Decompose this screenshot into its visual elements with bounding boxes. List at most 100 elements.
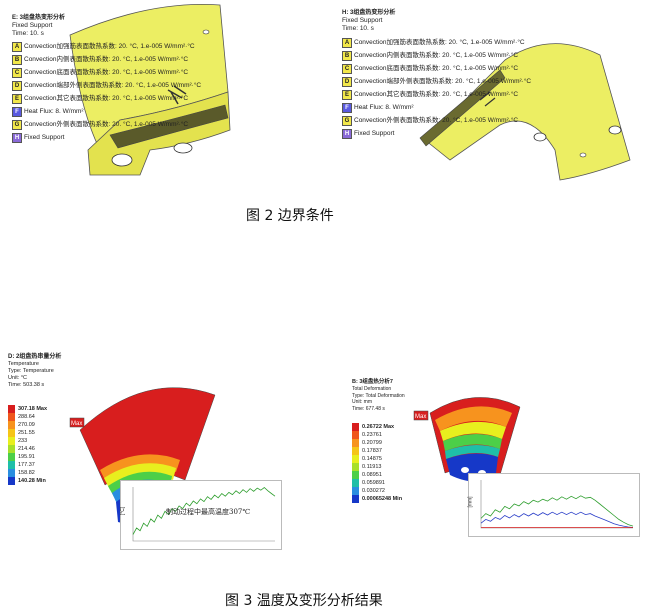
legend-text: Convection端部外侧表面散热系数: 20. °C, 1.e-005 W/…	[24, 81, 202, 89]
colorbar-label: 0.17837	[362, 448, 382, 454]
fig3-left-panel: D: 2组盘热串量分析 Temperature Type: Temperatur…	[0, 350, 300, 550]
colorbar-swatch	[8, 413, 15, 421]
legend-text: Convection加强筋表面散热系数: 20. °C, 1.e-005 W/m…	[354, 38, 525, 46]
colorbar-swatch	[352, 471, 359, 479]
colorbar-label: 0.00065248 Min	[362, 496, 403, 502]
fig2-caption: 图 2 边界条件	[246, 208, 334, 224]
tag-c: C	[342, 63, 352, 74]
tag-e: E	[12, 93, 22, 104]
colorbar-label: 251.55	[18, 430, 35, 436]
colorbar-swatch	[352, 423, 359, 431]
legend-text: Convection底面表面散热系数: 20. °C, 1.e-005 W/mm…	[354, 64, 519, 72]
colorbar-label: 140.28 Min	[18, 478, 46, 484]
fig3-left-type-label: Temperature	[8, 361, 39, 367]
fig2-left-subtitle: Fixed Support	[12, 22, 53, 29]
fig2-right-time: Time: 10. s	[342, 25, 374, 32]
fig3-right-panel: B: 3组盘热分析7 Total Deformation Type: Total…	[340, 375, 656, 545]
colorbar-swatch	[352, 455, 359, 463]
legend-text: Heat Flux: 8. W/mm²	[354, 103, 414, 111]
fig3-left-type: Type: Temperature	[8, 368, 54, 374]
fig3-right-colorbar: 0.26722 Max 0.23761 0.20799 0.17837 0.14…	[352, 423, 402, 503]
colorbar-label: 0.030272	[362, 488, 385, 494]
fig3-left-colorbar: 307.18 Max 288.64 270.09 251.55 233 214.…	[8, 405, 47, 485]
chart-axis	[480, 480, 633, 529]
legend-text: Convection外侧表面散热系数: 20. °C, 1.e-005 W/mm…	[24, 120, 189, 128]
fig3-left-title: D: 2组盘热串量分析	[8, 354, 62, 360]
fig3-right-type-label: Total Deformation	[352, 386, 392, 392]
fig3-left-max-marker: Max	[71, 421, 82, 427]
tag-h: H	[342, 128, 352, 139]
chart-series-line	[480, 511, 634, 528]
fig2-left-title: E: 3组盘热变形分析	[12, 15, 66, 21]
colorbar-label: 177.37	[18, 462, 35, 468]
colorbar-label: 0.20799	[362, 440, 382, 446]
colorbar-swatch	[8, 469, 15, 477]
legend-text: Heat Flux: 8. W/mm²	[24, 107, 84, 115]
tag-b: B	[12, 54, 22, 65]
colorbar-label: 214.46	[18, 446, 35, 452]
tag-e: E	[342, 89, 352, 100]
colorbar-label: 0.11913	[362, 464, 382, 470]
colorbar-swatch	[352, 439, 359, 447]
fig3-right-chart-ylabel: [mm]	[467, 496, 474, 508]
colorbar-swatch	[8, 405, 15, 413]
tag-g: G	[12, 119, 22, 130]
fig2-right-title: H: 3组盘热变形分析	[342, 10, 396, 16]
fig2-left-time: Time: 10. s	[12, 30, 44, 37]
colorbar-label: 195.91	[18, 454, 35, 460]
colorbar-swatch	[352, 487, 359, 495]
colorbar-label: 0.059891	[362, 480, 385, 486]
colorbar-swatch	[8, 429, 15, 437]
legend-text: Convection内侧表面散热系数: 20. °C, 1.e-005 W/mm…	[24, 55, 189, 63]
legend-text: Convection外侧表面散热系数: 20. °C, 1.e-005 W/mm…	[354, 116, 519, 124]
legend-text: Convection底面表面散热系数: 20. °C, 1.e-005 W/mm…	[24, 68, 189, 76]
tag-f: F	[12, 106, 22, 117]
colorbar-swatch	[352, 463, 359, 471]
tag-a: A	[342, 37, 352, 48]
fig3-right-contour: Max	[413, 397, 521, 483]
colorbar-swatch	[8, 461, 15, 469]
fig3-right-time: Time: 677.48 s	[352, 405, 385, 412]
colorbar-swatch	[8, 421, 15, 429]
legend-text: Fixed Support	[354, 129, 395, 137]
tag-a: A	[12, 41, 22, 52]
colorbar-label: 307.18 Max	[18, 406, 48, 412]
legend-text: Convection端部外侧表面散热系数: 20. °C, 1.e-005 W/…	[354, 77, 532, 85]
legend-text: Convection加强筋表面散热系数: 20. °C, 1.e-005 W/m…	[24, 42, 195, 50]
fig3-left-annotation: 制动过程中最高温度307℃	[166, 508, 251, 516]
fig3-right-title: B: 3组盘热分析7	[352, 379, 393, 385]
fig3-right-max-marker: Max	[415, 414, 426, 420]
tag-d: D	[342, 76, 352, 87]
colorbar-label: 0.14875	[362, 456, 382, 462]
tag-d: D	[12, 80, 22, 91]
colorbar-swatch	[352, 479, 359, 487]
fig2-right-model	[419, 43, 631, 181]
fig3-right-type: Type: Total Deformation	[352, 392, 405, 399]
tag-h: H	[12, 132, 22, 143]
fig3-left-time: Time: 503.38 s	[8, 382, 45, 388]
chart-series-line	[480, 495, 634, 527]
chart-axis	[132, 487, 275, 542]
legend-text: Convection其它表面散热系数: 20. °C, 1.e-005 W/mm…	[354, 90, 519, 98]
legend-text: Fixed Support	[24, 133, 65, 141]
colorbar-label: 0.26722 Max	[362, 424, 395, 430]
fig3-right-unit: Unit: mm	[352, 399, 372, 405]
colorbar-label: 158.82	[18, 470, 35, 476]
fig3-right-chart: [mm]	[468, 473, 640, 537]
colorbar-label: 0.08951	[362, 472, 382, 478]
colorbar-swatch	[8, 445, 15, 453]
